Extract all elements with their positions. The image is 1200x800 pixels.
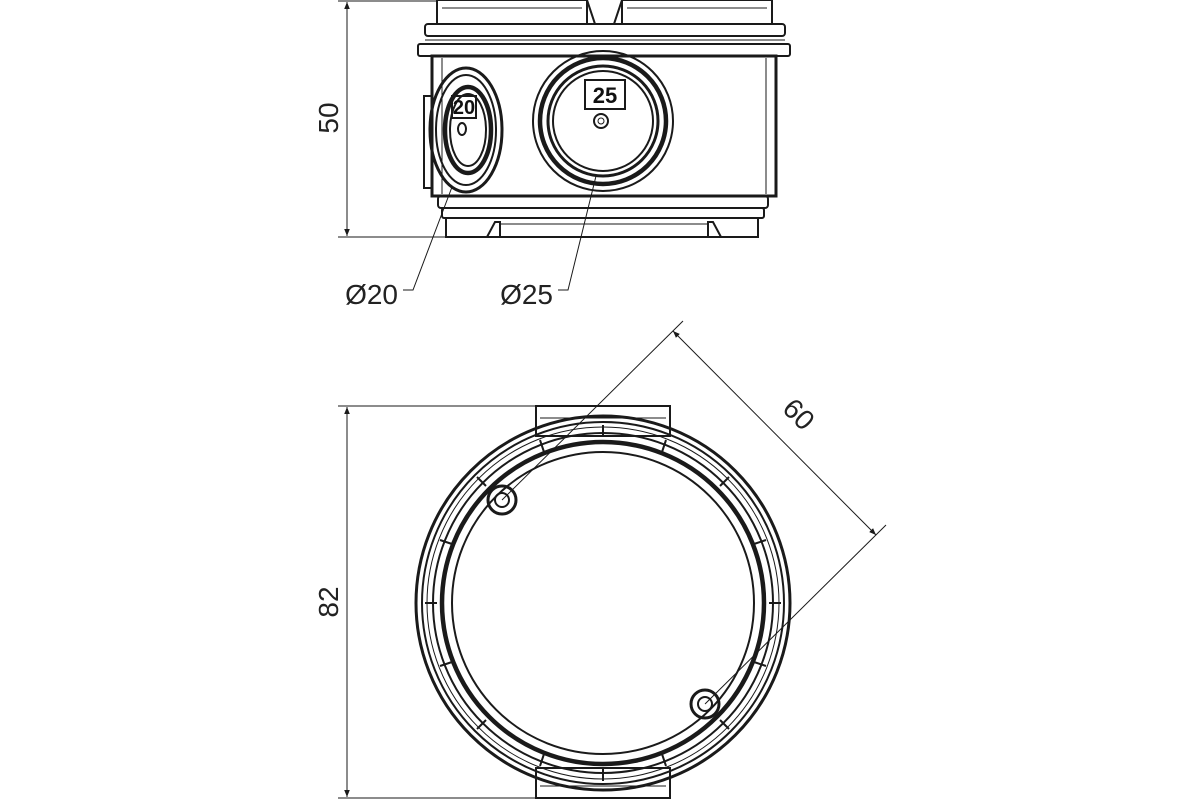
knockout-large-mark: 25	[593, 83, 617, 108]
knockout-small: 20	[428, 66, 504, 194]
lower-rim	[437, 195, 769, 209]
width-dimension: 82	[313, 405, 536, 799]
knockout-large: 25	[532, 50, 674, 192]
ring-ribs	[425, 425, 781, 781]
diameter-small-label: Ø20	[345, 279, 398, 310]
screw-spacing-dimension: 60	[501, 320, 887, 705]
base	[445, 217, 759, 238]
top-tab-left	[436, 0, 588, 25]
upper-rim	[424, 23, 786, 37]
diameter-small-leader: Ø20	[345, 186, 453, 310]
screw-boss-lower	[689, 688, 721, 720]
width-dimension-label: 82	[313, 586, 344, 617]
lower-rim-lip	[441, 207, 765, 219]
outer-ring	[414, 414, 792, 792]
top-view: 82 60	[313, 320, 887, 799]
side-view: 20 25 50 Ø20 Ø25	[313, 0, 791, 310]
knockout-small-mark: 20	[453, 97, 475, 119]
screw-boss-upper	[486, 484, 518, 516]
inner-opening	[451, 451, 755, 755]
top-tab-right	[621, 0, 773, 25]
diameter-large-leader: Ø25	[500, 175, 597, 310]
upper-rim-lip	[417, 43, 791, 57]
height-dimension: 50	[313, 0, 446, 238]
height-dimension-label: 50	[313, 102, 344, 133]
screw-spacing-label: 60	[777, 392, 821, 436]
diameter-large-label: Ø25	[500, 279, 553, 310]
bottom-lug	[535, 767, 671, 799]
